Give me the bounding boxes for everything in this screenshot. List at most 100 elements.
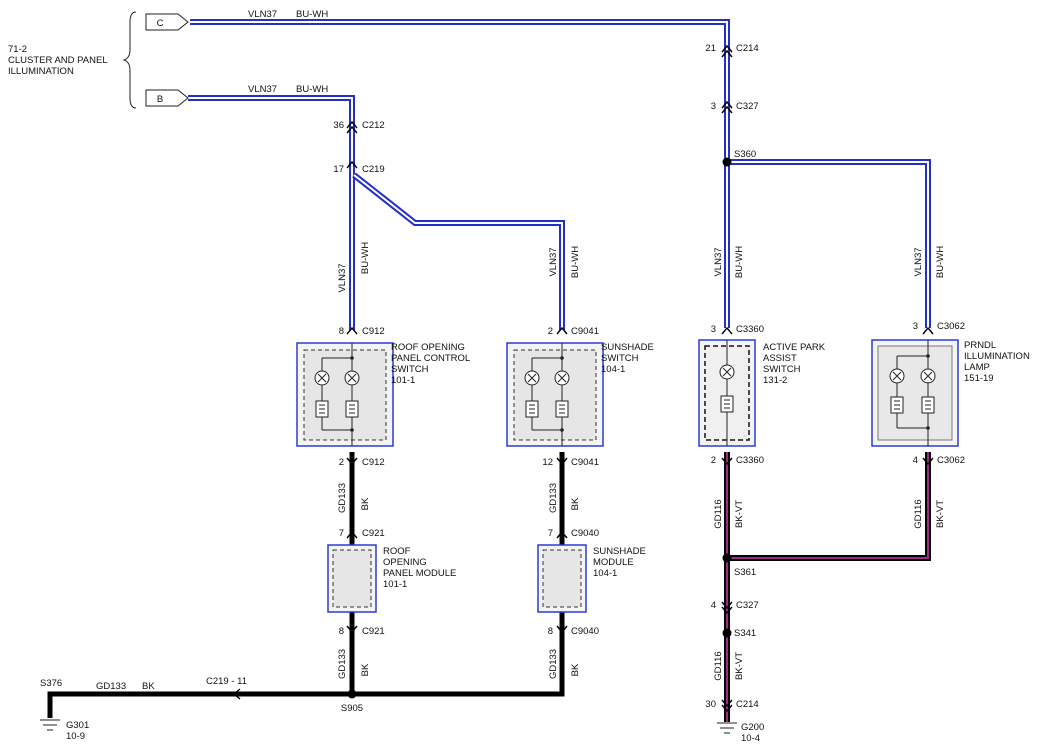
conn-c9040-top: C9040 [571,528,599,539]
bk-wires [47,452,565,718]
ground-g200-name: G200 [741,722,764,733]
conn-c3062-top: C3062 [937,321,965,332]
sheet-ref-label: 71-2 CLUSTER AND PANEL ILLUMINATION [8,44,108,77]
pin-c9040-top: 7 [548,528,553,539]
sunshade-module: SUNSHADE MODULE 104-1 [537,544,646,613]
wire-label-gd116-prndl: GD116 [913,499,924,528]
conn-c3062-bot: C3062 [937,455,965,466]
ground-g301-ref: 10-9 [66,731,85,742]
wire-c219-sunshade-switch [352,172,565,330]
splice-s360-label: S360 [734,149,756,160]
wire-b-c219 [188,95,355,172]
splice-s341-dot [722,628,732,638]
bk-vt-wires [724,452,931,722]
wire-label-vln37-c: VLN37 [248,9,277,20]
pin-c3062-top: 3 [913,321,918,332]
conn-c327-bot: C327 [736,600,759,611]
wire-label-buwh-c: BU-WH [296,9,328,20]
conn-c214-bot: C214 [736,699,759,710]
splice-s376-label: S376 [40,678,62,689]
conn-c214-top: C214 [736,43,759,54]
conn-c921-bot: C921 [362,626,385,637]
sunshade-module-line2: MODULE [593,557,634,568]
prndl-line1: PRNDL [964,340,996,351]
pin-c921-top: 7 [339,528,344,539]
wire-label-vln37-sun: VLN37 [548,247,559,276]
pin-c327-bot: 4 [711,600,716,611]
splice-s905-label: S905 [341,703,363,714]
sunshade-module-line1: SUNSHADE [593,546,646,557]
connector-c-flag: C [145,13,189,31]
ground-g200: G200 10-4 [717,722,764,744]
conn-c3360-bot: C3360 [736,455,764,466]
pin-c219: 17 [333,164,344,175]
splice-s361-dot [722,553,732,563]
wire-label-bk-ground: BK [142,681,155,692]
prndl-illumination-lamp: PRNDL ILLUMINATION LAMP 151-19 [871,339,1030,447]
sunshade-switch-line1: SUNSHADE [601,342,654,353]
wire-label-bk-roof1: BK [360,497,371,510]
wire-label-bkvt-prndl: BK-VT [935,500,946,528]
splice-s361-label: S361 [734,567,756,578]
wire-label-bk-sun1: BK [570,497,581,510]
lamp-icon [889,368,936,384]
park-assist-line3: SWITCH [763,364,801,375]
wire-label-buwh-sun: BU-WH [570,246,581,278]
connector-marks [232,44,934,713]
prndl-line3: LAMP [964,362,990,373]
conn-c9041-bot: C9041 [571,457,599,468]
pin-c9041-top: 2 [548,326,553,337]
park-assist-line4: 131-2 [763,375,787,386]
pin-c214-top: 21 [705,43,716,54]
pin-c212: 36 [333,120,344,131]
pin-c214-bot: 30 [705,699,716,710]
sheet-ref-line2: ILLUMINATION [8,66,74,77]
conn-c219: C219 [362,164,385,175]
wire-label-gd116-park2: GD116 [713,651,724,680]
roof-module-line1: ROOF [383,546,411,557]
wire-label-bk-sun2: BK [570,663,581,676]
pin-c3360-bot: 2 [711,455,716,466]
pin-c3360-top: 3 [711,324,716,335]
roof-switch-line3: SWITCH [391,364,429,375]
inline-connector-ref: C219 - 11 [206,676,247,687]
wire-label-gd133-roof1: GD133 [337,483,348,513]
connector-b-flag: B [145,89,189,107]
park-assist-line1: ACTIVE PARK [763,342,826,353]
conn-c9041-top: C9041 [571,326,599,337]
active-park-assist-switch: ACTIVE PARK ASSIST SWITCH 131-2 [698,339,826,447]
sunshade-switch: SUNSHADE SWITCH 104-1 [506,342,654,447]
conn-c212: C212 [362,120,385,131]
wire-s905-s376 [47,691,352,718]
conn-c3360-top: C3360 [736,324,764,335]
connector-b-label: B [157,94,163,105]
ground-g301-name: G301 [66,720,89,731]
conn-c912-bot: C912 [362,457,385,468]
conn-c912-top: C912 [362,326,385,337]
pin-c921-bot: 8 [339,626,344,637]
wire-label-vln37-b: VLN37 [248,84,277,95]
ground-g200-ref: 10-4 [741,733,760,744]
wire-label-gd133-sun1: GD133 [548,483,559,513]
conn-c327-top: C327 [736,101,759,112]
roof-module-line4: 101-1 [383,579,407,590]
roof-module-line3: PANEL MODULE [383,568,456,579]
wire-label-gd133-sun2: GD133 [548,649,559,679]
pin-c9040-bot: 8 [548,626,553,637]
conn-c921-top: C921 [362,528,385,539]
pin-c912-bot: 2 [339,457,344,468]
splice-s905-dot [347,689,357,699]
splice-s341-label: S341 [734,628,756,639]
sunshade-module-line3: 104-1 [593,568,617,579]
roof-opening-panel-module: ROOF OPENING PANEL MODULE 101-1 [327,544,456,613]
sheet-ref-line1: CLUSTER AND PANEL [8,55,108,66]
wire-sunshade-module-ground [352,612,565,697]
park-assist-line2: ASSIST [763,353,797,364]
pin-c912-top: 8 [339,326,344,337]
pin-labels: 21 C214 3 C327 36 C212 17 C219 8 C912 2 … [333,43,965,710]
wire-label-gd133-ground: GD133 [96,681,126,692]
lamp-icon [719,364,735,380]
roof-opening-switch: ROOF OPENING PANEL CONTROL SWITCH 101-1 [296,342,470,447]
splices: S360 S361 S341 S905 S376 [40,149,756,714]
wire-prndl-s361 [727,452,931,561]
